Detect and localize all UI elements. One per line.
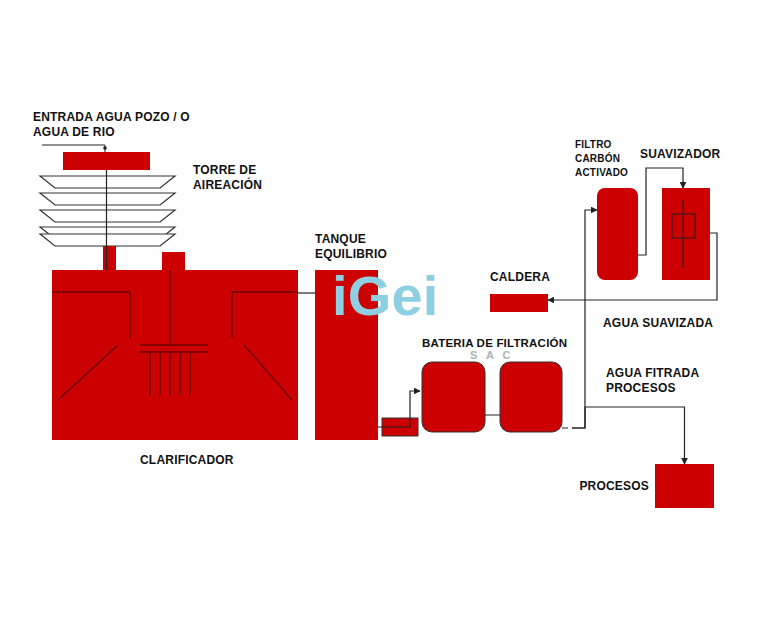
aeration-trays [40, 176, 175, 246]
node-label: ENTRADA AGUA POZO / O AGUA DE RIO [33, 110, 193, 140]
leader-line [42, 145, 105, 146]
node-label: FILTRO CARBÓN ACTIVADO [575, 138, 641, 180]
text-holder: CLARIFICADOR [140, 453, 290, 468]
process-box: SUAVIZADOR [662, 188, 710, 280]
text-holder: AGUA FITRADA PROCESOS [606, 366, 711, 396]
process-box: ENTRADA AGUA POZO / O AGUA DE RIO [63, 152, 150, 170]
text-holder: CALDERA [490, 270, 580, 285]
watermark: S A C [470, 349, 530, 362]
text-holder: SUAVIZADOR [640, 147, 750, 162]
text-holder: ENTRADA AGUA POZO / O AGUA DE RIO [33, 110, 193, 140]
text-holder: S A C [470, 349, 530, 362]
process-box: PROCESOS [655, 464, 714, 508]
pipe-connector [106, 170, 107, 270]
text-holder: iGei [332, 266, 462, 326]
node-label: PROCESOS [569, 479, 649, 494]
text-holder: TANQUE EQUILIBRIO [315, 232, 415, 262]
watermark: iGei [332, 266, 462, 326]
text-holder: FILTRO CARBÓN ACTIVADO [575, 138, 641, 180]
node-label: CLARIFICADOR [140, 453, 290, 468]
text-holder: AGUA SUAVIZADA [603, 316, 733, 331]
component-label: TORRE DE AIREACIÓN [193, 163, 288, 193]
process-box: CALDERA [490, 294, 548, 312]
node-label: BATERIA DE FILTRACIÓN [422, 336, 568, 351]
process-box: FILTRO CARBÓN ACTIVADO [597, 188, 638, 280]
stream-label: AGUA FITRADA PROCESOS [606, 366, 711, 396]
text-holder: TORRE DE AIREACIÓN [193, 163, 288, 193]
filter-link [485, 415, 500, 416]
process-box: CLARIFICADOR [52, 270, 298, 440]
stream-label: AGUA SUAVIZADA [603, 316, 733, 331]
filter-outlet [562, 428, 568, 429]
tower-pipe [103, 246, 116, 270]
node-label: SUAVIZADOR [640, 147, 750, 162]
pipe-connector [378, 391, 420, 427]
pipe-connector [298, 292, 315, 293]
clarifier-drive [162, 252, 185, 270]
pipe-connector [572, 210, 597, 428]
filter-tank [500, 362, 562, 432]
pipe-connector [572, 407, 685, 464]
node-label: CALDERA [490, 270, 580, 285]
filter-tank [422, 362, 485, 432]
leader-dot [103, 146, 107, 150]
text-holder: PROCESOS [569, 479, 649, 494]
node-label: TANQUE EQUILIBRIO [315, 232, 415, 262]
clarifier-internals [52, 270, 298, 400]
text-holder: BATERIA DE FILTRACIÓN [422, 336, 568, 351]
softener-internals [683, 200, 684, 268]
